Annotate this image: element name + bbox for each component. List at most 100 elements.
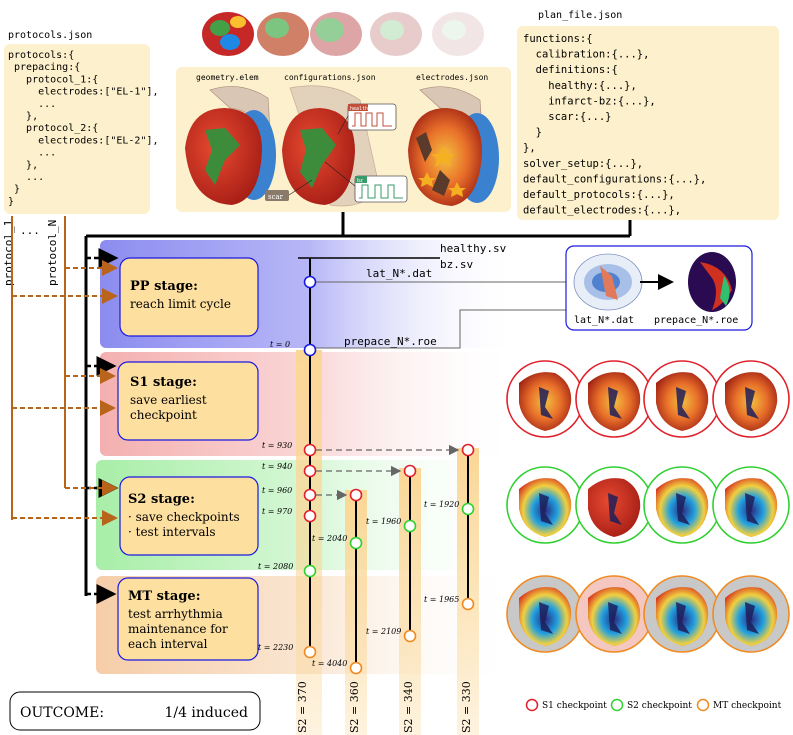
t-1965: t = 1965 — [424, 595, 459, 604]
s2-stage-desc-1: · test intervals — [128, 525, 216, 539]
s1-stage-desc-0: save earliest — [130, 393, 207, 407]
result-scar — [745, 493, 759, 525]
heart-electrodes — [408, 86, 499, 206]
inset-lat-prepace: lat_N*.dat prepace_N*.roe — [565, 245, 753, 331]
s2-label-370: S2 = 370 — [296, 681, 309, 733]
plan-line: scar:{...} — [523, 111, 612, 123]
legend-mt: MT checkpoint — [713, 701, 782, 711]
plan-file-content: functions:{ calibration:{...}, definitio… — [523, 33, 706, 217]
s2-label-360: S2 = 360 — [348, 681, 361, 733]
tag-scar: scar — [268, 193, 284, 201]
plan-line: functions:{ — [523, 33, 593, 45]
protocols-file-box — [4, 44, 150, 214]
s1-stage-desc-1: checkpoint — [130, 408, 197, 422]
time-labels: t = 0 t = 930 t = 940 t = 960 t = 970 t … — [258, 340, 459, 668]
protocols-line: protocol_2:{ — [8, 123, 98, 134]
t-2230: t = 2230 — [258, 643, 293, 652]
protocols-line: electrodes:["EL-1"], — [8, 87, 159, 98]
protocol-1-label: protocol_1 — [2, 220, 15, 286]
t-940: t = 940 — [262, 462, 292, 471]
result-scar — [745, 602, 759, 634]
plan-filename: plan_file.json — [538, 10, 622, 21]
legend: S1 checkpoint S2 checkpoint MT checkpoin… — [525, 698, 782, 712]
protocols-line: }, — [8, 111, 38, 122]
inset-prepace-label: prepace_N*.roe — [654, 315, 738, 326]
protocols-line: ... — [8, 172, 44, 183]
protocols-line: protocol_1:{ — [8, 74, 98, 85]
s2-stage-desc-0: · save checkpoints — [128, 510, 240, 524]
plan-line: calibration:{...}, — [523, 49, 649, 61]
pp-stage-title: PP stage: — [130, 279, 198, 294]
protocol-ellipsis: ... — [20, 224, 40, 237]
heart-configurations: healthy bz scar — [265, 85, 408, 207]
tag-healthy: healthy — [350, 106, 371, 112]
result-scar — [608, 387, 622, 419]
protocols-line: } — [8, 184, 20, 195]
plan-line: default_protocols:{...}, — [523, 189, 675, 201]
plan-line: healthy:{...}, — [523, 80, 637, 92]
outcome-value: 1/4 induced — [164, 705, 248, 721]
s1-stage-title: S1 stage: — [130, 375, 197, 390]
protocol-n-label: protocol_N — [46, 220, 59, 286]
configurations-label: configurations.json — [284, 73, 376, 82]
s2-labels: S2 = 370 S2 = 360 S2 = 340 S2 = 330 — [296, 681, 473, 733]
t-2040: t = 2040 — [312, 534, 347, 543]
protocols-filename: protocols.json — [8, 30, 92, 41]
heart-thumbnails — [202, 12, 484, 56]
file-prepace: prepace_N*.roe — [344, 335, 437, 348]
s1-stage-box: S1 stage: save earliest checkpoint — [117, 361, 259, 441]
file-bz-sv: bz.sv — [440, 258, 473, 271]
outcome-box: OUTCOME: 1/4 induced — [9, 691, 261, 731]
mt-stage-desc-2: each interval — [128, 637, 208, 651]
tag-bz: bz — [357, 178, 363, 184]
t-2080: t = 2080 — [258, 562, 293, 571]
plan-line: definitions:{ — [523, 64, 618, 76]
s2-label-330: S2 = 330 — [460, 681, 473, 733]
heart-geometry — [185, 86, 276, 205]
plan-line: }, — [523, 142, 536, 154]
result-scar — [608, 602, 622, 634]
result-scar — [539, 602, 553, 634]
mt-stage-box: MT stage: test arrhythmia maintenance fo… — [117, 577, 259, 661]
plan-line: } — [523, 127, 542, 139]
mt-stage-desc-0: test arrhythmia — [128, 607, 223, 621]
protocols-line: } — [8, 196, 14, 207]
file-healthy-sv: healthy.sv — [440, 242, 507, 255]
result-scar — [539, 493, 553, 525]
protocols-line: ... — [8, 148, 56, 159]
t-930: t = 930 — [262, 441, 292, 450]
checkpoints — [303, 275, 475, 675]
electrodes-label: electrodes.json — [416, 73, 488, 82]
legend-s1: S1 checkpoint — [542, 701, 607, 711]
plan-file-box — [517, 26, 779, 220]
protocol-arrows — [12, 260, 118, 526]
mt-stage-desc-1: maintenance for — [128, 622, 228, 636]
result-scar — [676, 602, 690, 634]
t-0: t = 0 — [270, 340, 290, 349]
s2-stage-box: S2 stage: · save checkpoints · test inte… — [119, 476, 259, 556]
checkpoint-arrows — [316, 444, 460, 501]
protocols-file-content: protocols:{ prepacing:{ protocol_1:{ ele… — [8, 50, 159, 207]
t-4040: t = 4040 — [312, 659, 347, 668]
s2-stage-title: S2 stage: — [128, 492, 195, 507]
legend-s2: S2 checkpoint — [627, 701, 692, 711]
t-2109: t = 2109 — [366, 627, 401, 636]
result-heart-rows — [506, 360, 790, 653]
t-970: t = 970 — [262, 507, 292, 516]
pp-stage-desc-0: reach limit cycle — [130, 297, 231, 311]
result-scar — [539, 387, 553, 419]
t-1920: t = 1920 — [424, 500, 459, 509]
plan-line: default_electrodes:{...}, — [523, 205, 681, 217]
result-scar — [676, 387, 690, 419]
result-scar — [745, 387, 759, 419]
protocols-line: protocols:{ — [8, 50, 74, 61]
plan-line: default_configurations:{...}, — [523, 173, 706, 185]
result-scar — [608, 493, 622, 525]
t-960: t = 960 — [262, 486, 292, 495]
s2-label-340: S2 = 340 — [402, 681, 415, 733]
plan-line: infarct-bz:{...}, — [523, 95, 656, 107]
result-scar — [676, 493, 690, 525]
pp-stage-box: PP stage: reach limit cycle — [119, 257, 259, 337]
plan-line: solver_setup:{...}, — [523, 158, 643, 170]
